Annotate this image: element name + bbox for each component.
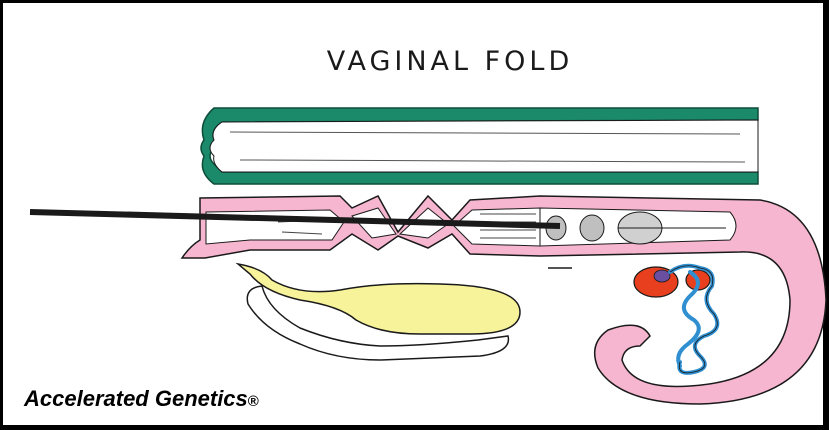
vaginal-fold xyxy=(201,108,758,184)
brand-logo: Accelerated Genetics® xyxy=(24,386,259,412)
